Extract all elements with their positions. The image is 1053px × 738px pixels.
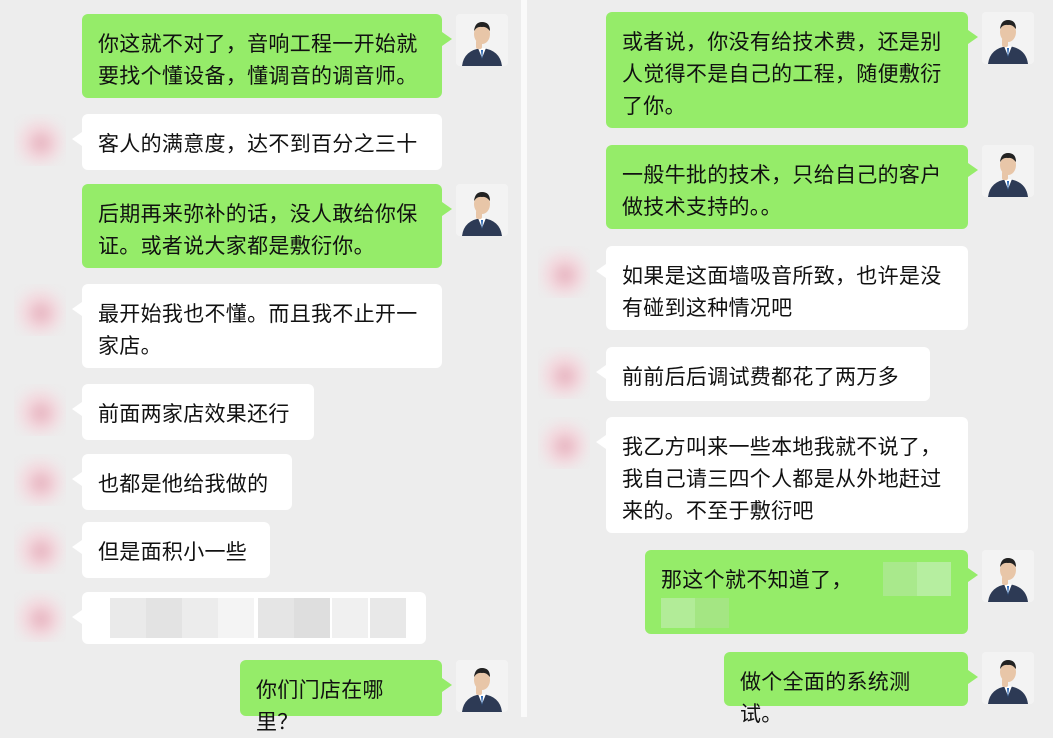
mosaic-block	[218, 598, 254, 638]
message-line: 后期再来弥补的话，没人敢给你保	[98, 202, 418, 226]
mosaic-block	[332, 598, 368, 638]
mosaic-block	[883, 562, 917, 596]
person-avatar-icon	[982, 652, 1034, 704]
contact-avatar[interactable]	[14, 114, 66, 166]
contact-avatar[interactable]	[538, 246, 590, 298]
message-bubble-sent-redacted[interactable]: 那这个就不知道了，	[645, 550, 978, 634]
message-bubble-sent[interactable]: 你这就不对了，音响工程一开始就 要找个懂设备，懂调音的调音师。	[82, 14, 452, 98]
mosaic-block	[661, 598, 695, 628]
person-avatar-icon	[982, 145, 1034, 197]
mosaic-block	[182, 598, 218, 638]
message-line: 最开始我也不懂。而且我不止开一	[98, 302, 418, 326]
mosaic-block	[695, 598, 729, 628]
message-bubble-received[interactable]: 前面两家店效果还行	[72, 384, 314, 440]
message-line: 有碰到这种情况吧	[622, 296, 793, 320]
message-line: 或者说，你没有给技术费，还是别	[622, 30, 942, 54]
message-bubble-received[interactable]: 也都是他给我做的	[72, 454, 292, 510]
message-line: 你这就不对了，音响工程一开始就	[98, 32, 418, 56]
message-bubble-received[interactable]: 我乙方叫来一些本地我就不说了， 我自己请三四个人都是从外地赶过 来的。不至于敷衍…	[596, 417, 968, 533]
message-line: 你们门店在哪里？	[256, 678, 384, 734]
message-line: 一般牛批的技术，只给自己的客户	[622, 163, 942, 187]
message-bubble-sent[interactable]: 后期再来弥补的话，没人敢给你保 证。或者说大家都是敷衍你。	[82, 184, 452, 268]
message-line: 人觉得不是自己的工程，随便敷衍	[622, 62, 942, 86]
message-line: 客人的满意度，达不到百分之三十	[98, 132, 418, 156]
my-avatar[interactable]	[456, 184, 508, 236]
mosaic-block	[917, 562, 951, 596]
message-line: 前前后后调试费都花了两万多	[622, 365, 899, 389]
column-divider	[521, 0, 527, 717]
mosaic-block	[370, 598, 406, 638]
message-bubble-received[interactable]: 客人的满意度，达不到百分之三十	[72, 114, 442, 170]
my-avatar[interactable]	[456, 660, 508, 712]
person-avatar-icon	[456, 660, 508, 712]
person-avatar-icon	[456, 14, 508, 66]
message-line: 前面两家店效果还行	[98, 402, 290, 426]
mosaic-block	[258, 598, 294, 638]
mosaic-block	[294, 598, 330, 638]
my-avatar[interactable]	[456, 14, 508, 66]
message-line: 家店。	[98, 334, 162, 358]
my-avatar[interactable]	[982, 12, 1034, 64]
message-line: 也都是他给我做的	[98, 472, 269, 496]
contact-avatar[interactable]	[14, 384, 66, 436]
message-bubble-received[interactable]: 但是面积小一些	[72, 522, 270, 578]
person-avatar-icon	[982, 12, 1034, 64]
message-bubble-sent[interactable]: 一般牛批的技术，只给自己的客户 做技术支持的。。	[606, 145, 978, 229]
message-bubble-sent[interactable]: 你们门店在哪里？	[240, 660, 452, 734]
message-bubble-received[interactable]: 前前后后调试费都花了两万多	[596, 347, 930, 401]
message-bubble-received-redacted[interactable]	[72, 592, 426, 644]
contact-avatar[interactable]	[14, 284, 66, 336]
message-line: 但是面积小一些	[98, 540, 248, 564]
message-bubble-sent[interactable]: 做个全面的系统测试。	[724, 652, 978, 726]
mosaic-block	[146, 598, 182, 638]
message-line: 了你。	[622, 94, 686, 118]
message-line: 做个全面的系统测试。	[740, 670, 911, 726]
person-avatar-icon	[456, 184, 508, 236]
message-line: 我乙方叫来一些本地我就不说了，	[622, 435, 942, 459]
person-avatar-icon	[982, 550, 1034, 602]
contact-avatar[interactable]	[14, 522, 66, 574]
message-line: 那这个就不知道了，	[661, 568, 853, 592]
message-line: 证。或者说大家都是敷衍你。	[98, 234, 375, 258]
contact-avatar[interactable]	[14, 454, 66, 506]
chat-column-left: 你这就不对了，音响工程一开始就 要找个懂设备，懂调音的调音师。 客人的满意度，达…	[0, 0, 520, 734]
my-avatar[interactable]	[982, 550, 1034, 602]
message-line: 我自己请三四个人都是从外地赶过	[622, 467, 942, 491]
message-bubble-received[interactable]: 最开始我也不懂。而且我不止开一 家店。	[72, 284, 442, 368]
my-avatar[interactable]	[982, 652, 1034, 704]
message-line: 如果是这面墙吸音所致，也许是没	[622, 264, 942, 288]
mosaic-block	[110, 598, 146, 638]
message-line: 做技术支持的。。	[622, 195, 782, 219]
contact-avatar[interactable]	[14, 590, 66, 642]
my-avatar[interactable]	[982, 145, 1034, 197]
message-bubble-received[interactable]: 如果是这面墙吸音所致，也许是没 有碰到这种情况吧	[596, 246, 968, 330]
contact-avatar[interactable]	[538, 347, 590, 399]
message-line: 要找个懂设备，懂调音的调音师。	[98, 64, 418, 88]
contact-avatar[interactable]	[538, 417, 590, 469]
message-line: 来的。不至于敷衍吧	[622, 499, 814, 523]
message-bubble-sent[interactable]: 或者说，你没有给技术费，还是别 人觉得不是自己的工程，随便敷衍 了你。	[606, 12, 978, 128]
chat-column-right: 或者说，你没有给技术费，还是别 人觉得不是自己的工程，随便敷衍 了你。 一般牛批…	[527, 0, 1053, 726]
